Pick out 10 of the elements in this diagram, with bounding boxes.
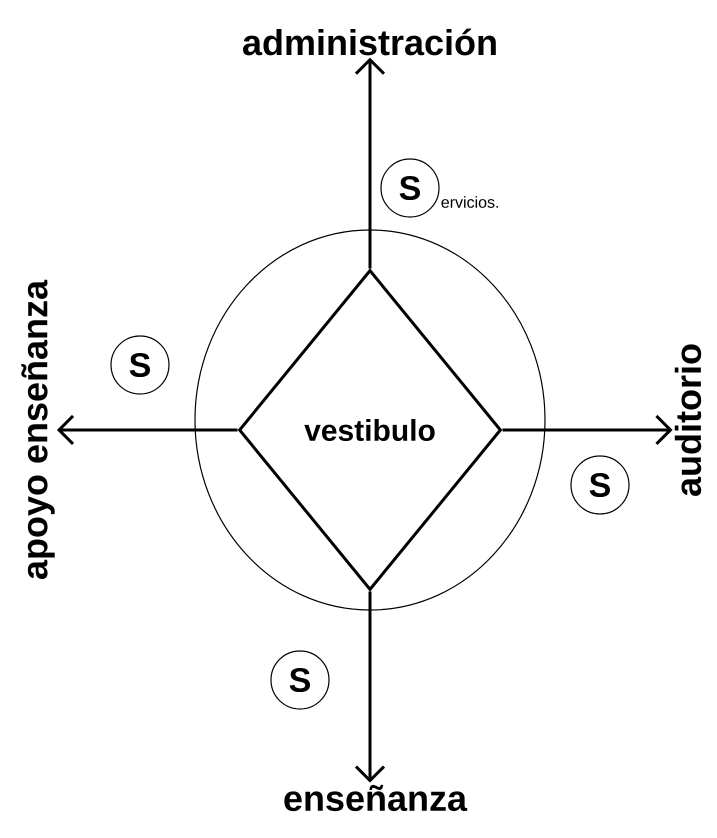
area-label: enseñanza: [284, 784, 468, 812]
arrow: [354, 58, 386, 268]
circle-outline: [194, 229, 546, 611]
beside-text: ervicios.: [441, 196, 498, 208]
arrow: [502, 414, 673, 446]
area-label: administración: [243, 28, 496, 56]
area-label: auditorio: [674, 344, 702, 496]
arrow: [56, 414, 238, 446]
area-label: apoyo enseñanza: [21, 280, 55, 579]
arrow: [354, 592, 386, 783]
